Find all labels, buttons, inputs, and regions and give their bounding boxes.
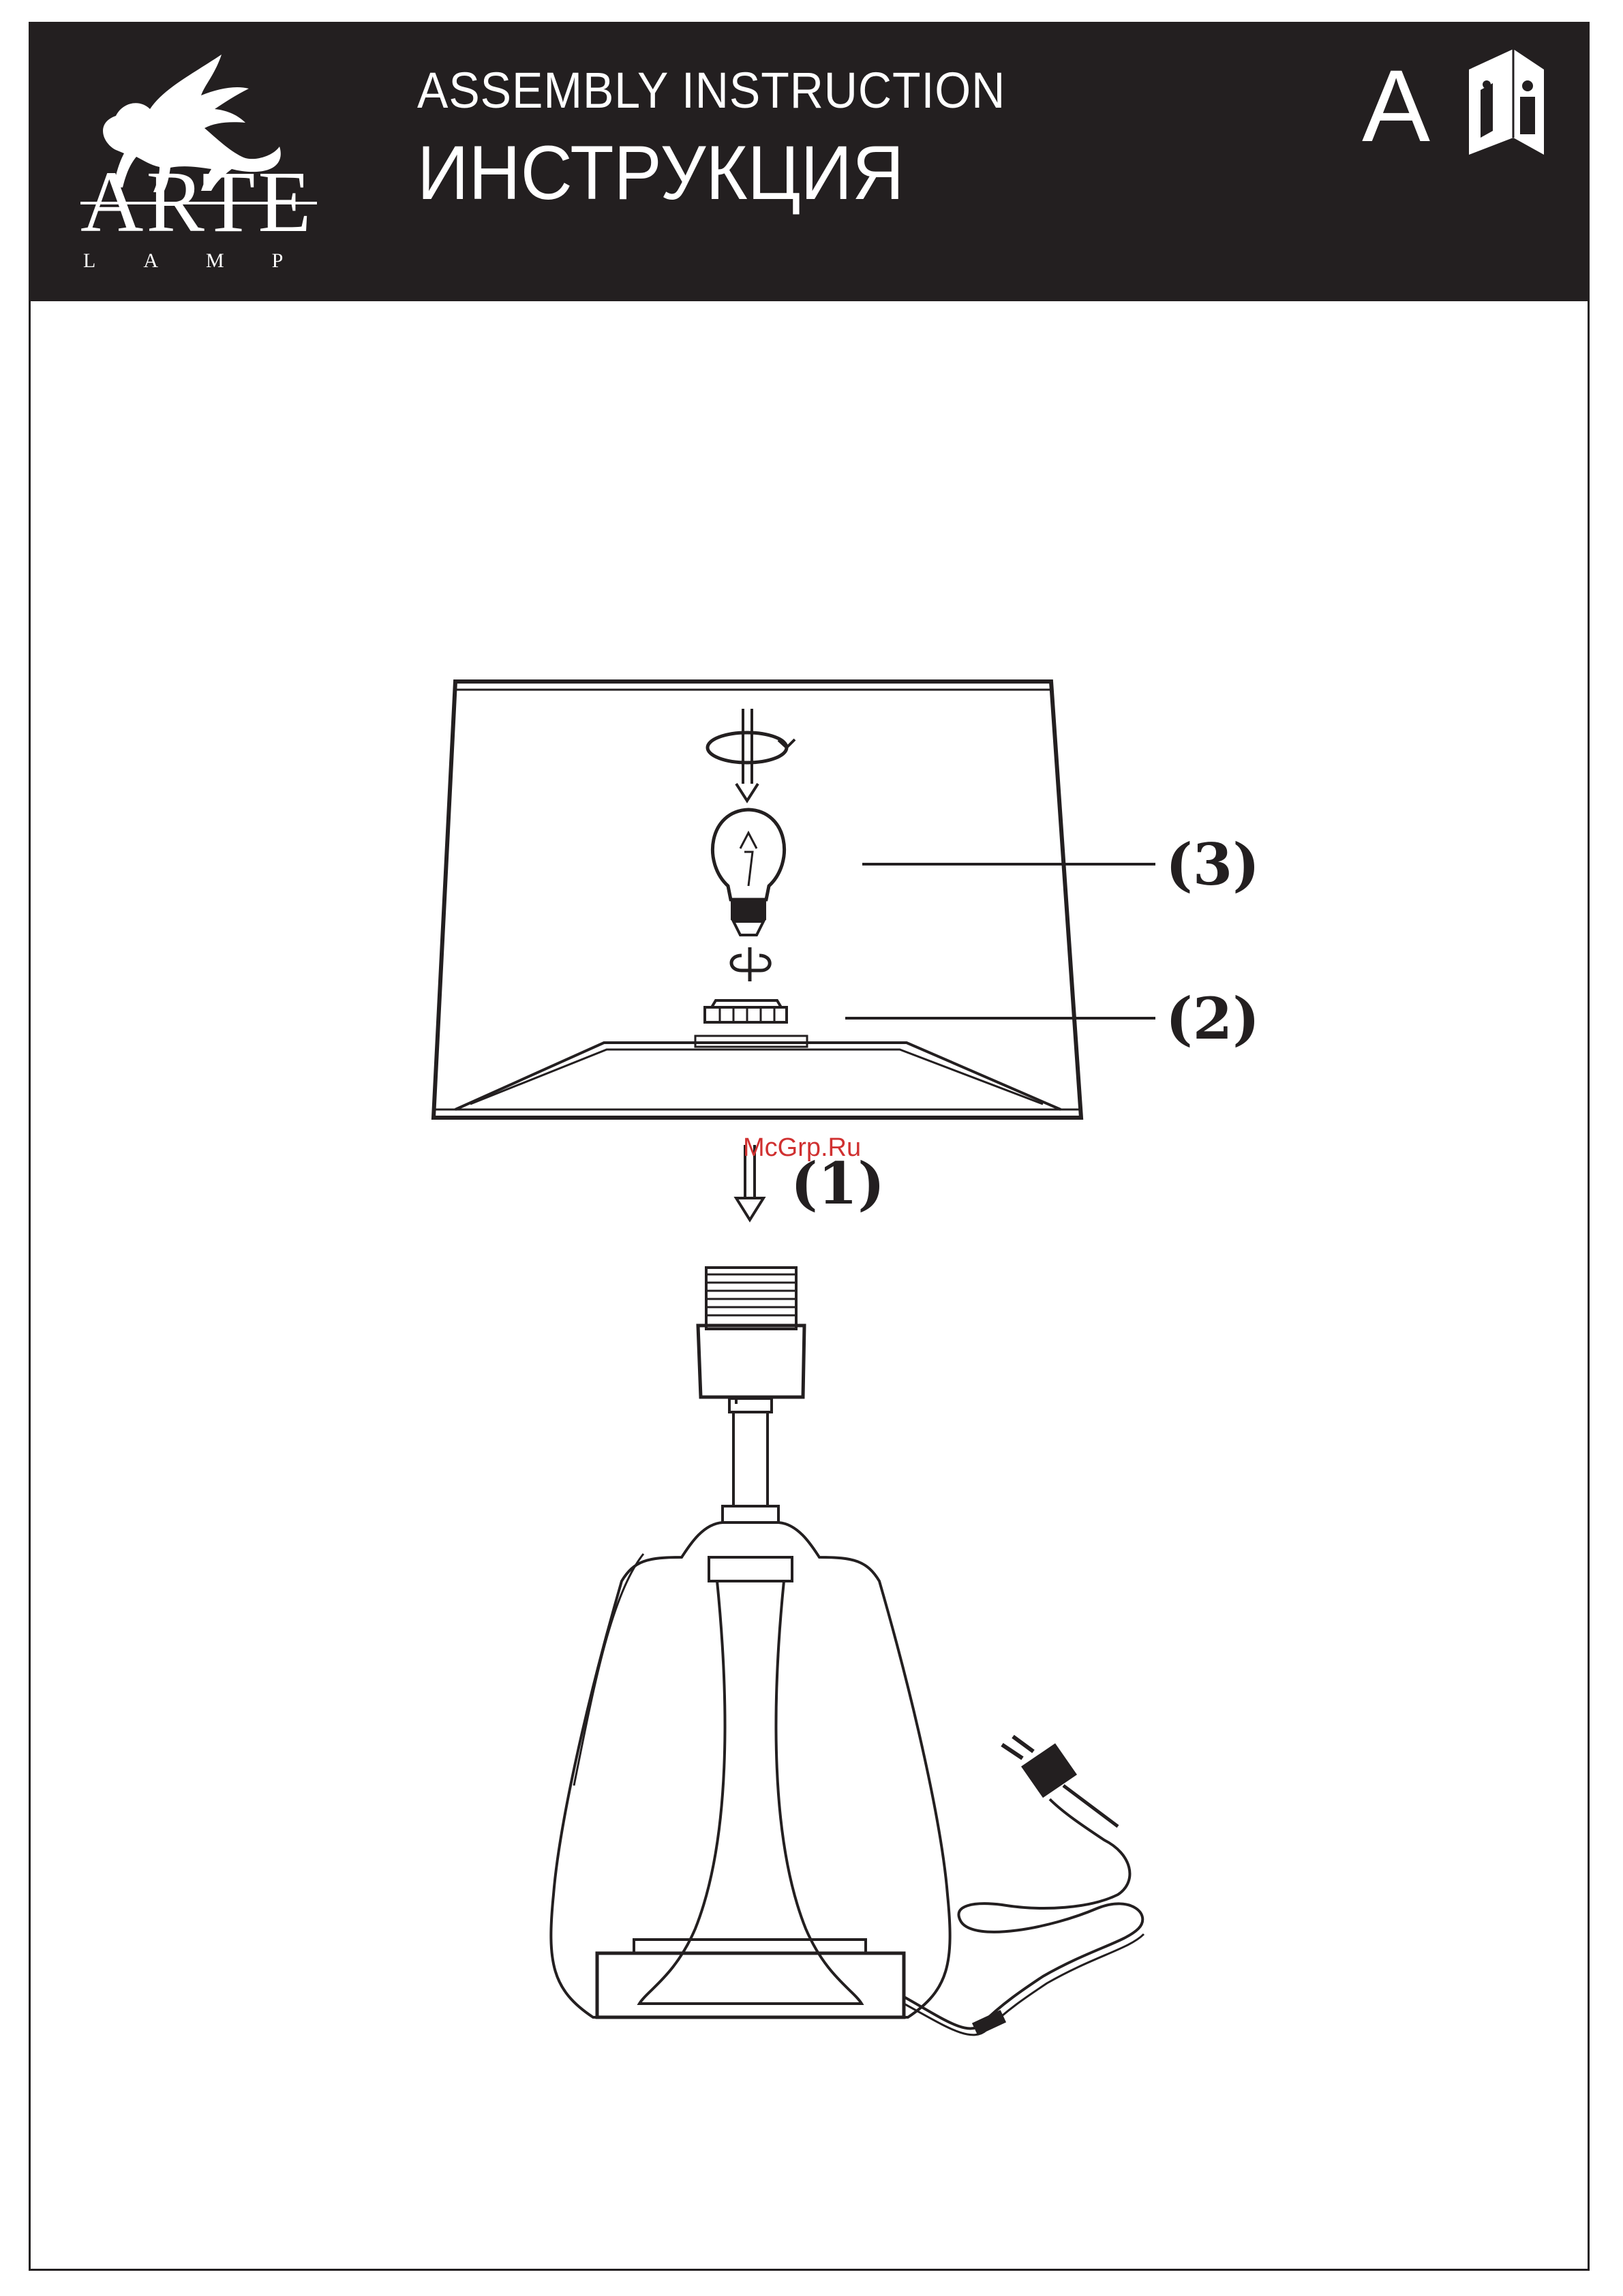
rotate-arrow-icon	[708, 709, 795, 801]
plug-icon	[1002, 1736, 1118, 1826]
lamp-base	[597, 1940, 904, 2017]
callout-3: (3)	[1166, 831, 1260, 898]
lamp-stem	[723, 1397, 778, 1522]
watermark-text: McGrp.Ru	[743, 1133, 861, 1162]
callout-2: (2)	[1166, 985, 1260, 1052]
socket-ring-icon	[705, 1000, 787, 1022]
glass-body	[551, 1522, 950, 2017]
twist-arrow-icon	[731, 947, 770, 981]
lamp-socket	[698, 1268, 804, 1397]
light-bulb-icon	[712, 810, 784, 935]
